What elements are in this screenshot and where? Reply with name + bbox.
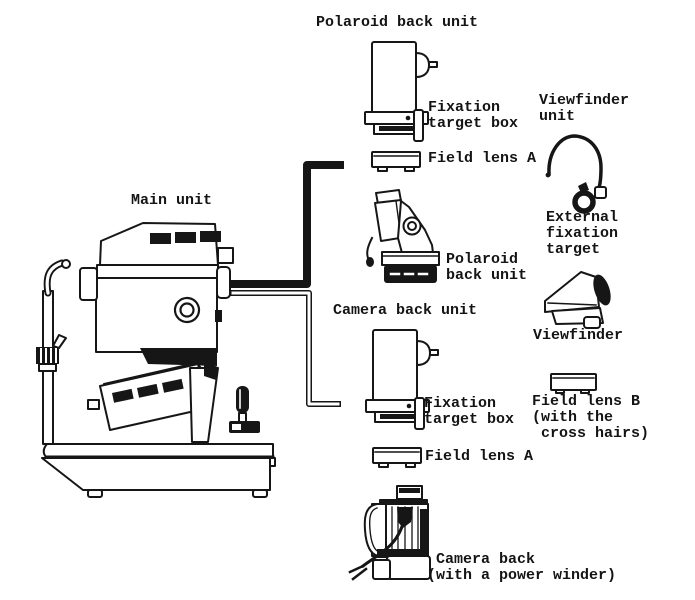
field-lens-a-top-drawing [371, 151, 421, 172]
wire-tip [545, 172, 551, 178]
base-upper-plate [42, 443, 274, 458]
field-lens-a-bottom-drawing [372, 447, 422, 468]
focus-knob-inner [179, 302, 195, 318]
column-dark-top [204, 362, 218, 380]
console-left-notch [87, 399, 100, 410]
label-main-unit: Main unit [131, 192, 213, 209]
prism-eyepiece [593, 274, 611, 306]
field-lens-b-drawing [550, 373, 597, 394]
prism-foot [583, 316, 601, 329]
unit-knob-inner [407, 221, 417, 231]
head-band [96, 264, 219, 279]
viewfinder-unit-drawing [545, 134, 607, 214]
right-small-tab [215, 310, 222, 322]
label-polaroid-back-unit-mid: Polaroid back unit [446, 251, 528, 284]
head-vent-2 [175, 232, 196, 243]
unit-knob-outer [402, 216, 422, 236]
joystick-handle [236, 386, 249, 413]
camera-back-drawing [348, 485, 431, 581]
camera-meter-block [397, 507, 413, 528]
label-viewfinder: Viewfinder [533, 327, 624, 344]
camera-cable [360, 518, 406, 569]
label-polaroid-back-unit-top: Polaroid back unit [316, 14, 479, 31]
prism-body [544, 271, 600, 313]
console-key-1 [112, 388, 134, 403]
label-external-fixation-target: External fixation target [546, 209, 619, 258]
polaroid-back-unit-mid-drawing [366, 189, 440, 283]
base-foot-left [87, 489, 103, 498]
right-mount-bar [216, 266, 231, 299]
wire-clamp [578, 182, 589, 193]
console-key-2 [137, 383, 159, 398]
label-fixation-target-box-bottom: Fixation target box [424, 395, 515, 428]
unit-base-plate [381, 251, 440, 266]
wire-connector-box [594, 186, 607, 199]
label-viewfinder-unit: Viewfinder unit [539, 92, 630, 125]
headband-wire [547, 134, 603, 194]
label-field-lens-b: Field lens B (with the cross hairs) [532, 393, 650, 442]
label-camera-back: Camera back (with a power winder) [427, 551, 617, 584]
label-field-lens-a-top: Field lens A [428, 150, 537, 167]
connector-thin-elbow-core [231, 291, 340, 406]
fixation-target-loop [572, 190, 596, 214]
left-eyepiece-block [79, 267, 98, 301]
connector-lines [229, 161, 344, 407]
body-black-strip [140, 348, 217, 366]
label-fixation-target-box-top: Fixation target box [428, 99, 519, 132]
head-vent-3 [200, 231, 221, 242]
connector-thick-elbow [229, 161, 344, 288]
head-right-box [217, 247, 234, 264]
pole-clamp [52, 334, 67, 349]
label-camera-back-unit: Camera back unit [333, 302, 478, 319]
connector-thin-elbow-outline [230, 290, 341, 407]
viewfinder-drawing [544, 271, 611, 329]
base-body [41, 457, 271, 491]
polaroid-back-unit-top-drawing [364, 41, 438, 142]
camera-bottom-band [377, 549, 428, 558]
power-winder [386, 555, 431, 580]
joystick-stem [238, 412, 247, 423]
main-unit-drawing [36, 222, 276, 498]
strap-cable [366, 236, 374, 260]
camera-right-bar [420, 509, 428, 555]
winder-left-box [372, 559, 391, 580]
head-vent-1 [150, 233, 171, 244]
chinrest-arm-tip [61, 259, 71, 269]
label-field-lens-a-bottom: Field lens A [425, 448, 534, 465]
base-right-tab [269, 457, 276, 467]
strap-end [366, 257, 374, 267]
console-key-3 [162, 378, 184, 393]
pole-collar [38, 363, 57, 372]
base-foot-right [252, 489, 268, 498]
